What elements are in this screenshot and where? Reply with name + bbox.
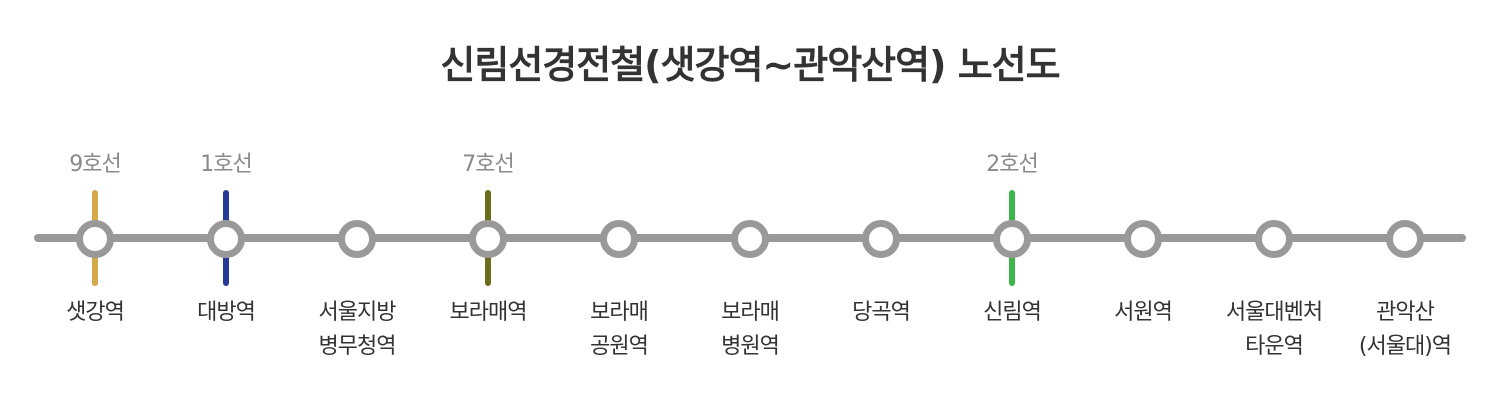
station-name-line1: 보라매: [721, 300, 780, 325]
station-node-icon: [1255, 220, 1293, 258]
station-name-line2: 공원역: [590, 334, 649, 359]
station-name-line2: (서울대)역: [1358, 334, 1452, 359]
station-node-icon: [469, 220, 507, 258]
station-node-icon: [76, 220, 114, 258]
page-title: 신림선경전철(샛강역~관악산역) 노선도: [440, 43, 1060, 87]
station-node-icon: [1386, 220, 1424, 258]
station-node-icon: [600, 220, 638, 258]
transfer-line-label: 9호선: [69, 152, 121, 177]
station-name: 보라매역: [408, 296, 568, 330]
transfer-line-label: 1호선: [200, 152, 252, 177]
station-name-line1: 서원역: [1114, 300, 1173, 325]
transfer-line-label: 2호선: [986, 152, 1038, 177]
station-name-line1: 서울대벤처: [1225, 300, 1323, 325]
station-name-line1: 서울지방: [318, 300, 397, 325]
station-name-line1: 당곡역: [852, 300, 911, 325]
station-name-line1: 샛강역: [66, 300, 125, 325]
station-name: 보라매 병원역: [670, 296, 830, 364]
station-name-line2: 병원역: [721, 334, 780, 359]
station-name-line1: 관악산: [1376, 300, 1435, 325]
station-name: 서원역: [1063, 296, 1223, 330]
station-name-line1: 대방역: [197, 300, 256, 325]
station-name-line2: 타운역: [1245, 334, 1304, 359]
station-name: 당곡역: [801, 296, 961, 330]
station-name: 관악산 (서울대)역: [1325, 296, 1485, 364]
station-name-line1: 보라매역: [449, 300, 528, 325]
station-name: 대방역: [146, 296, 306, 330]
station-node-icon: [1124, 220, 1162, 258]
station-name-line1: 보라매: [590, 300, 649, 325]
station-name: 서울지방 병무청역: [277, 296, 437, 364]
station-name-line1: 신림역: [983, 300, 1042, 325]
station-name: 신림역: [932, 296, 1092, 330]
station-node-icon: [207, 220, 245, 258]
transfer-line-label: 7호선: [462, 152, 514, 177]
station-node-icon: [338, 220, 376, 258]
station-node-icon: [993, 220, 1031, 258]
station-name: 서울대벤처 타운역: [1194, 296, 1354, 364]
station-name: 보라매 공원역: [539, 296, 699, 364]
station-name-line2: 병무청역: [318, 334, 397, 359]
station-node-icon: [731, 220, 769, 258]
station-node-icon: [862, 220, 900, 258]
station-name: 샛강역: [15, 296, 175, 330]
